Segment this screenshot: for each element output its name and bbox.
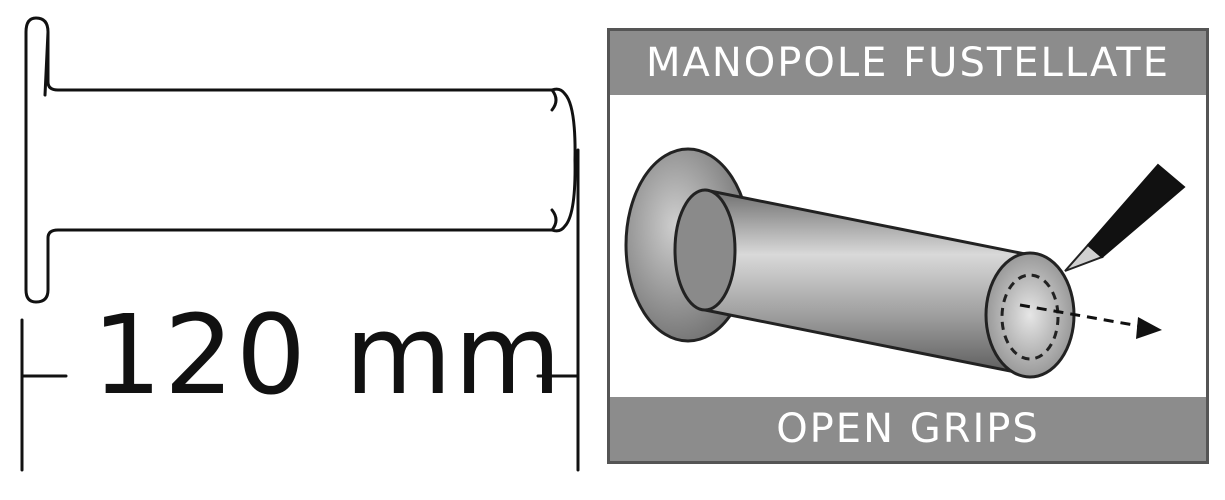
dimension-label: 120 mm — [92, 291, 564, 419]
grip-end-cap-path — [550, 88, 558, 232]
cut-direction-arrow — [1019, 303, 1162, 339]
grip-cut-line — [1000, 273, 1060, 361]
panel-subtitle: OPEN GRIPS — [610, 397, 1206, 461]
panel-title: MANOPOLE FUSTELLATE — [610, 31, 1206, 95]
grip-open-end — [984, 251, 1076, 379]
grip-tube — [703, 188, 1032, 377]
cutter-knife-icon — [1064, 163, 1186, 272]
grip-outline-svg — [20, 16, 580, 472]
grip-outline-path — [24, 16, 577, 304]
open-grips-panel: MANOPOLE FUSTELLATE — [607, 28, 1209, 464]
grip-cutting-illustration — [624, 147, 1186, 379]
